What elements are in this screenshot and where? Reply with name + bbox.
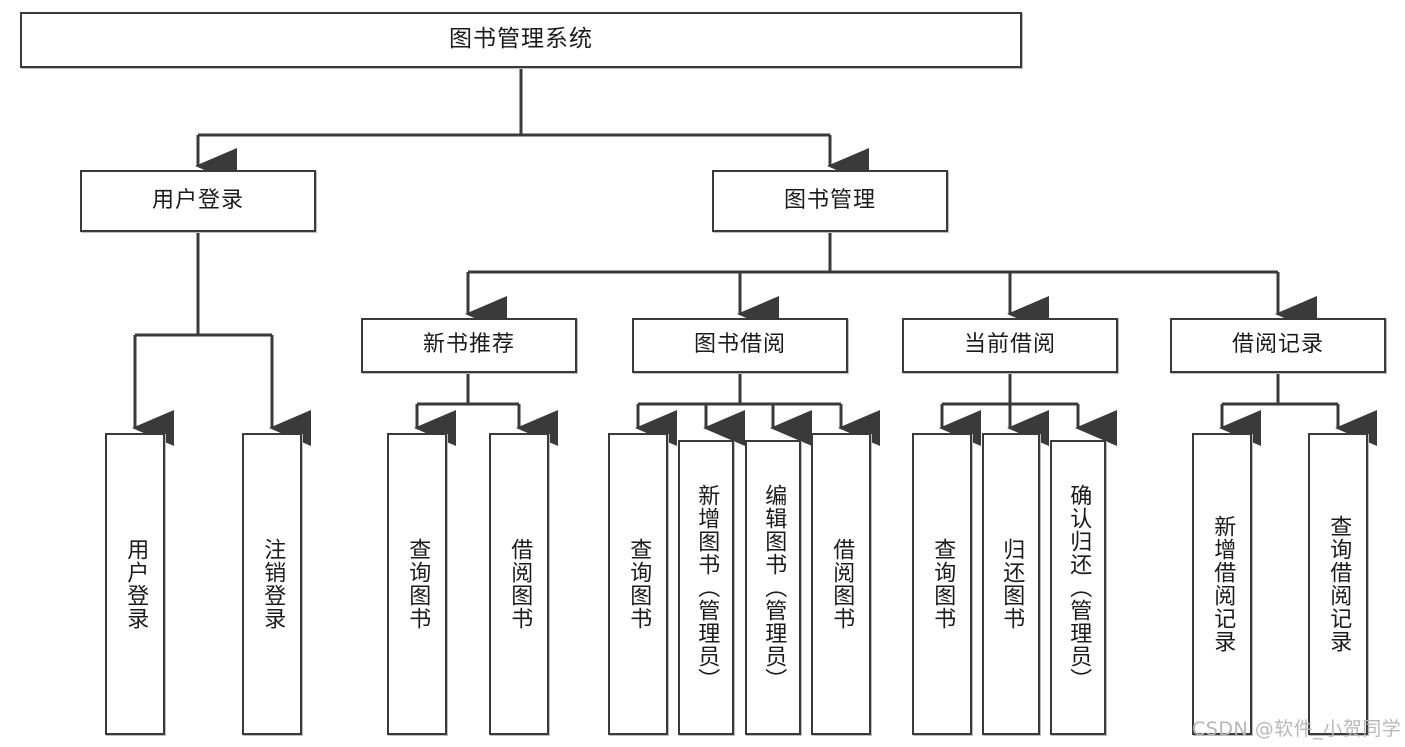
node-label: 归还图书 bbox=[999, 538, 1025, 630]
node-label: 图书借阅 bbox=[693, 332, 786, 358]
node-label: 编辑图书（管理员） bbox=[761, 484, 787, 691]
node-root-system[interactable]: 图书管理系统 bbox=[20, 12, 1022, 68]
leaf-query-book-borrow[interactable]: 查询图书 bbox=[608, 433, 668, 735]
node-label: 新增借阅记录 bbox=[1210, 515, 1236, 653]
node-label: 查询借阅记录 bbox=[1326, 515, 1352, 653]
node-label: 当前借阅 bbox=[963, 332, 1056, 358]
leaf-confirm-return-admin[interactable]: 确认归还（管理员） bbox=[1050, 440, 1106, 735]
node-user-login[interactable]: 用户登录 bbox=[80, 170, 316, 232]
node-label: 新增图书（管理员） bbox=[694, 484, 720, 691]
leaf-add-borrow-record[interactable]: 新增借阅记录 bbox=[1192, 433, 1252, 735]
leaf-edit-book-admin[interactable]: 编辑图书（管理员） bbox=[745, 440, 801, 735]
leaf-add-book-admin[interactable]: 新增图书（管理员） bbox=[678, 440, 734, 735]
node-book-borrow[interactable]: 图书借阅 bbox=[632, 318, 848, 373]
node-label: 图书管理系统 bbox=[449, 26, 593, 53]
node-label: 确认归还（管理员） bbox=[1066, 484, 1092, 691]
node-label: 查询图书 bbox=[405, 538, 431, 630]
node-label: 用户登录 bbox=[123, 538, 149, 630]
node-label: 图书管理 bbox=[783, 187, 876, 213]
node-label: 查询图书 bbox=[626, 538, 652, 630]
node-label: 新书推荐 bbox=[422, 332, 515, 358]
leaf-logout[interactable]: 注销登录 bbox=[242, 433, 302, 735]
leaf-query-book-new[interactable]: 查询图书 bbox=[387, 433, 447, 735]
leaf-query-book-current[interactable]: 查询图书 bbox=[912, 433, 972, 735]
node-current-borrow[interactable]: 当前借阅 bbox=[902, 318, 1118, 373]
node-borrow-records[interactable]: 借阅记录 bbox=[1170, 318, 1386, 373]
node-new-book-recommend[interactable]: 新书推荐 bbox=[361, 318, 577, 373]
node-label: 注销登录 bbox=[260, 538, 286, 630]
leaf-user-login[interactable]: 用户登录 bbox=[105, 433, 165, 735]
leaf-query-borrow-record[interactable]: 查询借阅记录 bbox=[1308, 433, 1368, 735]
leaf-borrow-book-new[interactable]: 借阅图书 bbox=[489, 433, 549, 735]
csdn-watermark: CSDN @软件_小贺同学 bbox=[1192, 718, 1402, 740]
node-label: 借阅记录 bbox=[1231, 332, 1324, 358]
leaf-borrow-book[interactable]: 借阅图书 bbox=[811, 433, 871, 735]
node-label: 用户登录 bbox=[151, 187, 244, 213]
node-book-management[interactable]: 图书管理 bbox=[712, 170, 948, 232]
node-label: 借阅图书 bbox=[507, 538, 533, 630]
node-label: 查询图书 bbox=[930, 538, 956, 630]
leaf-return-book[interactable]: 归还图书 bbox=[982, 433, 1040, 735]
node-label: 借阅图书 bbox=[829, 538, 855, 630]
